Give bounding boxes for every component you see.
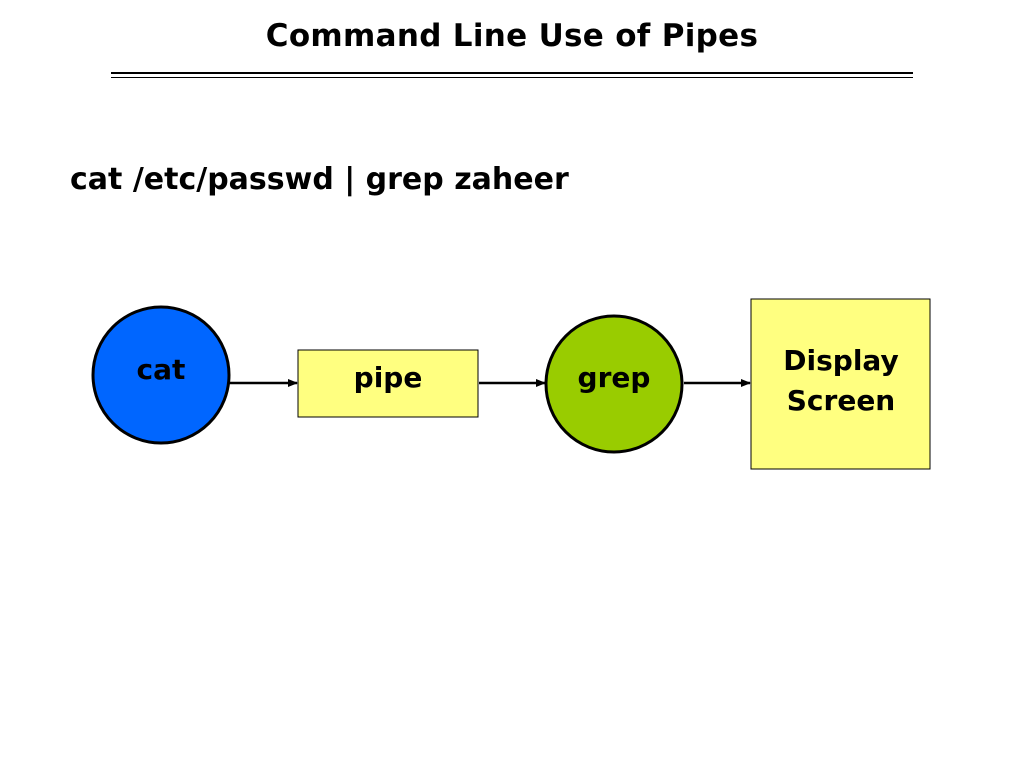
slide-title: Command Line Use of Pipes (265, 18, 759, 54)
title-underline (111, 72, 913, 74)
title-underline-secondary (111, 77, 913, 78)
cat-process-label: cat (137, 353, 186, 386)
display-screen-label-line2: Screen (787, 384, 896, 417)
display-screen-label-line1: Display (783, 344, 898, 377)
display-screen-box (750, 298, 931, 470)
grep-process-circle (544, 314, 684, 454)
pipe-box (297, 349, 479, 418)
cat-process-circle (91, 305, 231, 445)
pipe-box-label: pipe (354, 361, 423, 394)
command-line: cat /etc/passwd | grep zaheer (70, 162, 569, 197)
grep-process-label: grep (578, 361, 651, 394)
